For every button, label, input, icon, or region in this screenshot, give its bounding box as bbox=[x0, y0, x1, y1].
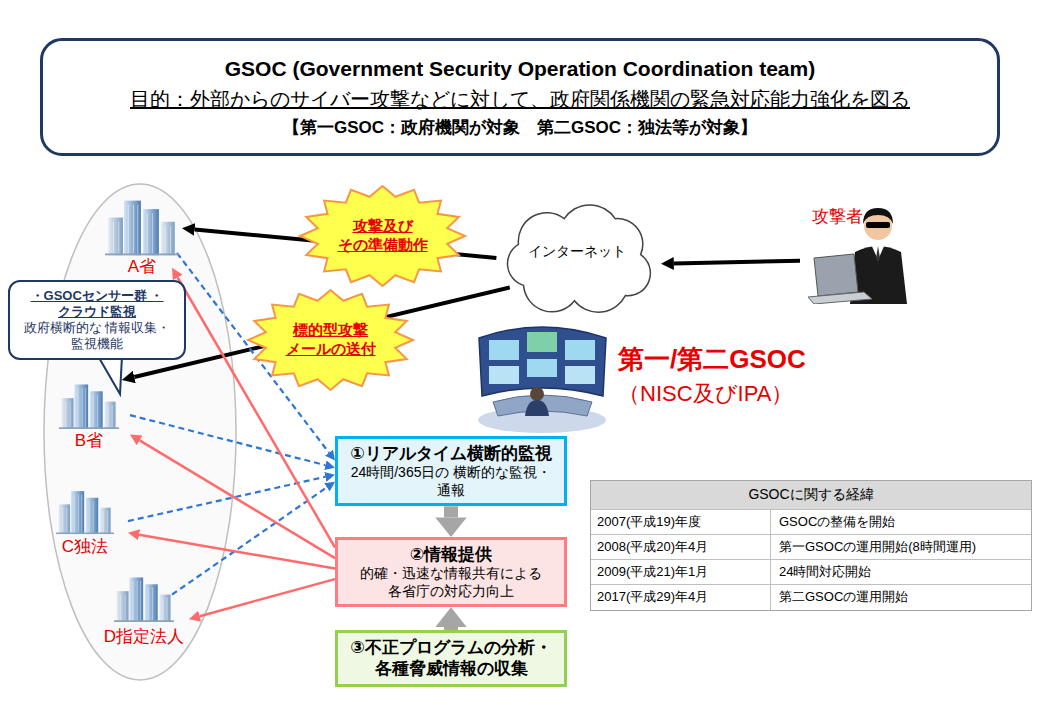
connector-arrow bbox=[128, 477, 325, 521]
gsoc-icon bbox=[475, 316, 610, 434]
bld-icon bbox=[114, 570, 174, 626]
label-text: ③不正プログラムの分析・ 各種脅威情報の収集 bbox=[344, 637, 558, 680]
table-row: 2017(平成29)年4月第二GSOCの運用開始 bbox=[591, 584, 1031, 609]
bld-figure bbox=[105, 201, 179, 256]
function-box: ①リアルタイム横断的監視24時間/365日の 横断的な監視・通報 bbox=[335, 436, 567, 506]
internet-cloud: インターネット bbox=[493, 193, 661, 311]
attacker-figure: 攻撃者 bbox=[800, 196, 912, 304]
callout-tail bbox=[98, 356, 122, 394]
bld-icon bbox=[56, 486, 114, 536]
label-text: 第二GSOCの運用開始 bbox=[771, 585, 1031, 609]
function-box: ③不正プログラムの分析・ 各種脅威情報の収集 bbox=[335, 630, 567, 687]
label-text: C独法 bbox=[62, 536, 108, 557]
starburst-callout: 攻撃及び その準備動作 bbox=[300, 186, 465, 286]
label-text: 政府横断的な 情報収集・監視機能 bbox=[16, 320, 178, 353]
organization-building: D指定法人 bbox=[88, 570, 200, 652]
label-text: 攻撃者 bbox=[812, 206, 863, 227]
starburst-outline bbox=[248, 290, 413, 390]
bld-icon bbox=[105, 196, 179, 256]
label-text: 攻撃及び その準備動作 bbox=[327, 217, 439, 255]
callout-box: ・GSOCセンサー群 ・クラウド監視政府横断的な 情報収集・監視機能 bbox=[8, 280, 186, 360]
starburst-callout: 標的型攻撃 メールの送付 bbox=[248, 290, 413, 390]
connector-arrow bbox=[172, 487, 327, 594]
label-text: 24時間対応開始 bbox=[771, 560, 1031, 584]
label-text: D指定法人 bbox=[104, 626, 184, 647]
function-box: ②情報提供的確・迅速な情報共有による 各省庁の対応力向上 bbox=[335, 537, 567, 607]
label-text: 第一GSOCの運用開始(8時間運用) bbox=[771, 535, 1031, 559]
history-table: GSOCに関する経緯2007(平成19)年度GSOCの整備を開始2008(平成2… bbox=[590, 480, 1032, 611]
label-text: 的確・迅速な情報共有による 各省庁の対応力向上 bbox=[344, 565, 558, 600]
label-text: ①リアルタイム横断的監視 bbox=[350, 443, 551, 464]
bld-figure bbox=[114, 577, 174, 622]
cloud-outline bbox=[508, 205, 651, 312]
organization-building: B省 bbox=[48, 380, 130, 458]
label-text: 目的：外部からのサイバー攻撃などに対して、政府関係機関の緊急対応能力強化を図る bbox=[130, 87, 910, 112]
label-text: 2007(平成19)年度 bbox=[591, 510, 771, 534]
title-box: GSOC (Government Security Operation Coor… bbox=[40, 38, 1000, 156]
connector-arrow bbox=[444, 506, 458, 517]
bld-figure bbox=[56, 491, 114, 534]
label-text: 標的型攻撃 メールの送付 bbox=[275, 321, 387, 359]
gsoc-center: 第一/第二GSOC （NISC及びIPA） bbox=[475, 316, 820, 434]
connector-arrow bbox=[200, 579, 335, 616]
organization-building: A省 bbox=[92, 196, 192, 288]
organization-ellipse bbox=[44, 184, 236, 680]
table-row: 2009(平成21)年1月24時間対応開始 bbox=[591, 559, 1031, 584]
table-row: 2008(平成20)年4月第一GSOCの運用開始(8時間運用) bbox=[591, 534, 1031, 559]
text-column: 第一/第二GSOC （NISC及びIPA） bbox=[618, 343, 806, 407]
label-text: ・GSOCセンサー群 ・クラウド監視 bbox=[16, 288, 178, 321]
label-text: 2009(平成21)年1月 bbox=[591, 560, 771, 584]
organization-building: C独法 bbox=[42, 486, 128, 564]
label-text: ②情報提供 bbox=[410, 544, 492, 565]
starburst-outline bbox=[300, 186, 465, 286]
label-text: 2008(平成20)年4月 bbox=[591, 535, 771, 559]
label-text: GSOCの整備を開始 bbox=[771, 510, 1031, 534]
connector-arrow bbox=[674, 261, 800, 264]
label-text: インターネット bbox=[528, 243, 626, 261]
label-text: GSOC (Government Security Operation Coor… bbox=[225, 56, 815, 82]
label-text: 2017(平成29)年4月 bbox=[591, 585, 771, 609]
connector-arrow bbox=[139, 535, 335, 569]
label-text: B省 bbox=[75, 430, 103, 451]
gsoc-figure bbox=[478, 327, 606, 433]
label-text: A省 bbox=[128, 256, 156, 277]
label-text: 【第一GSOC：政府機関が対象 第二GSOC：独法等が対象】 bbox=[283, 117, 757, 138]
table-row: 2007(平成19)年度GSOCの整備を開始 bbox=[591, 509, 1031, 534]
label-text: GSOCに関する経緯 bbox=[591, 481, 1031, 509]
label-text: 第一/第二GSOC bbox=[618, 343, 806, 376]
label-text: 24時間/365日の 横断的な監視・通報 bbox=[344, 464, 558, 499]
bld-icon bbox=[59, 380, 119, 430]
connector-arrow bbox=[130, 415, 325, 465]
bld-figure bbox=[59, 384, 119, 429]
label-text: （NISC及びIPA） bbox=[618, 380, 793, 408]
